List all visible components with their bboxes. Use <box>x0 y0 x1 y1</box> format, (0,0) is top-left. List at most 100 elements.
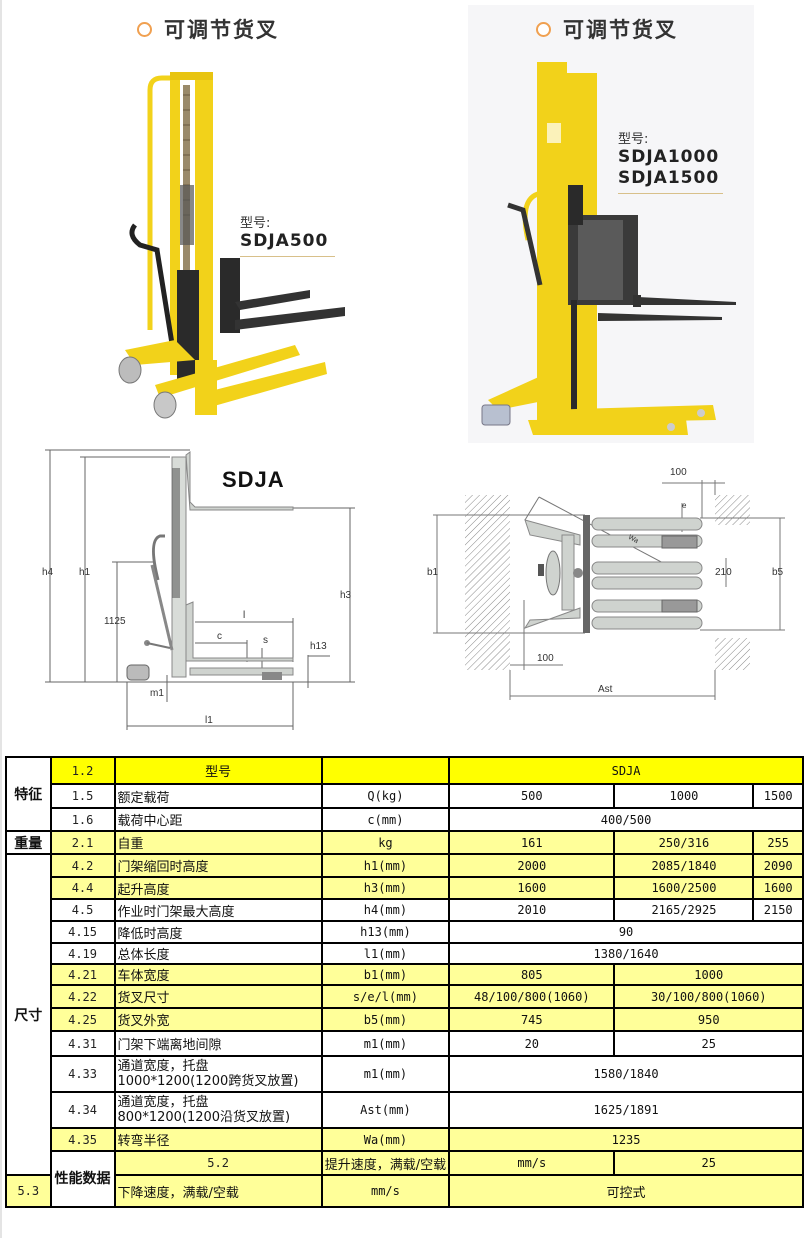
product-photo-sdja1000-1500: 可调节货叉 型号: SDJA1000 SDJA1500 <box>468 5 754 443</box>
table-row: 5.3 下降速度，满载/空载 mm/s 可控式 <box>5 1174 804 1208</box>
underline <box>618 193 723 194</box>
top-view-dimension-diagram: 100 e Wa b1 210 b5 100 Ast <box>400 440 804 740</box>
row-unit: Wa(mm) <box>320 1127 451 1152</box>
dim-label-l1: l1 <box>205 715 213 726</box>
table-row: 尺寸 4.2 门架缩回时高度 h1(mm) 2000 2085/1840 209… <box>5 853 804 1176</box>
value-sdja1000: 1600/2500 <box>613 876 755 900</box>
value-sdja1500: 255 <box>752 830 804 855</box>
header-unit <box>320 756 451 785</box>
value-sdja1000-1500: 25 <box>613 1030 804 1057</box>
table-row: 4.15 降低时高度 h13(mm) 90 <box>6 920 804 944</box>
group-label-performance-text: 性能数据 <box>54 1170 111 1187</box>
row-name-line1: 通道宽度，托盘 <box>117 1059 209 1074</box>
row-number: 4.35 <box>49 1127 116 1152</box>
row-name: 通道宽度，托盘 800*1200(1200沿货叉放置) <box>113 1091 323 1129</box>
table-row: 4.22 货叉尺寸 s/e/l(mm) 48/100/800(1060) 30/… <box>6 984 804 1009</box>
table-row: 4.4 起升高度 h3(mm) 1600 1600/2500 1600 <box>6 876 804 900</box>
row-unit: mm/s <box>320 1174 451 1208</box>
row-unit: b1(mm) <box>320 963 451 986</box>
dim-label-h1: h1 <box>79 567 91 578</box>
value-all: 1235 <box>448 1127 804 1152</box>
row-name: 自重 <box>113 830 323 855</box>
row-number: 4.25 <box>49 1007 116 1032</box>
table-row: 4.5 作业时门架最大高度 h4(mm) 2010 2165/2925 2150 <box>6 898 804 922</box>
value-sdja1000: 250/316 <box>613 830 755 855</box>
value-all: 1380/1640 <box>448 942 804 965</box>
value-sdja500: 2000 <box>448 853 616 878</box>
row-name: 下降速度，满载/空载 <box>113 1174 323 1208</box>
table-row: 性能数据 5.2 提升速度，满载/空载 mm/s 25 <box>6 1150 804 1208</box>
value-all: 可控式 <box>448 1174 804 1208</box>
specification-table: 特征 1.2 型号 SDJA 1.5 额定载荷 Q(kg) 500 1000 1… <box>5 756 804 1208</box>
value-sdja1500: 1600 <box>752 876 804 900</box>
row-name-line2: 800*1200(1200沿货叉放置) <box>117 1110 291 1125</box>
row-unit: h4(mm) <box>320 898 451 922</box>
row-number: 4.31 <box>49 1030 116 1057</box>
model-number: SDJA1000 <box>618 147 720 167</box>
value-sdja1500: 2090 <box>752 853 804 878</box>
row-number: 4.4 <box>49 876 116 900</box>
top-view-drawing <box>433 480 785 700</box>
group-label-weight: 重量 <box>5 830 52 855</box>
row-number: 4.21 <box>49 963 116 986</box>
row-name-line2: 1000*1200(1200跨货叉放置) <box>117 1074 299 1089</box>
diagram-title: SDJA <box>222 467 285 492</box>
row-name: 提升速度，满载/空载 <box>320 1150 451 1176</box>
caption-text: 可调节货叉 <box>164 18 279 42</box>
photo-caption: 可调节货叉 <box>137 14 279 44</box>
dim-label-e: e <box>682 501 687 510</box>
row-name: 载荷中心距 <box>113 807 323 832</box>
table-row: 4.25 货叉外宽 b5(mm) 745 950 <box>6 1007 804 1032</box>
header-model-value: SDJA <box>448 756 804 785</box>
bullet-circle-icon <box>137 21 152 37</box>
table-row: 4.35 转弯半径 Wa(mm) 1235 <box>6 1127 804 1152</box>
value-sdja1000: 2165/2925 <box>613 898 755 922</box>
row-number: 4.22 <box>49 984 116 1009</box>
side-view-dimension-diagram: SDJA h4 h1 1125 h3 l c s h13 m1 l1 <box>0 440 400 740</box>
bullet-circle-icon <box>536 21 551 37</box>
group-label-dimensions: 尺寸 <box>5 853 52 1176</box>
model-number: SDJA500 <box>240 231 329 251</box>
value-all: 1580/1840 <box>448 1055 804 1093</box>
value-sdja500: 161 <box>448 830 616 855</box>
row-number: 4.33 <box>49 1055 116 1093</box>
row-name: 额定载荷 <box>113 783 323 809</box>
value-sdja500: 2010 <box>448 898 616 922</box>
value-sdja1500: 2150 <box>752 898 804 922</box>
table-row: 4.33 通道宽度，托盘 1000*1200(1200跨货叉放置) m1(mm)… <box>6 1055 804 1093</box>
table-header-row: 特征 1.2 型号 SDJA <box>5 756 804 832</box>
row-number: 4.2 <box>49 853 116 878</box>
value-sdja1000: 2085/1840 <box>613 853 755 878</box>
row-number: 4.5 <box>49 898 116 922</box>
header-model-label: 型号 <box>113 756 323 785</box>
value-sdja1000-1500: 1000 <box>613 963 804 986</box>
row-number: 1.5 <box>49 783 116 809</box>
table-row: 1.5 额定载荷 Q(kg) 500 1000 1500 <box>6 783 804 809</box>
value-sdja500: 500 <box>448 783 616 809</box>
value-all: 90 <box>448 920 804 944</box>
row-unit: h1(mm) <box>320 853 451 878</box>
side-view-drawing <box>45 449 355 730</box>
stacker-forklift-image <box>118 72 345 419</box>
dim-label-fork-gap: 210 <box>715 567 732 578</box>
table-row: 4.31 门架下端离地间隙 m1(mm) 20 25 <box>6 1030 804 1057</box>
row-name: 门架下端离地间隙 <box>113 1030 323 1057</box>
model-label: 型号: <box>618 132 649 147</box>
row-unit: Q(kg) <box>320 783 451 809</box>
row-number: 4.34 <box>49 1091 116 1129</box>
dim-label-b5: b5 <box>772 567 784 578</box>
dim-label-top-gap: 100 <box>670 467 687 478</box>
dim-label-h4: h4 <box>42 567 54 578</box>
row-name: 门架缩回时高度 <box>113 853 323 878</box>
row-unit: h13(mm) <box>320 920 451 944</box>
value-sdja500: 745 <box>448 1007 616 1032</box>
table-row: 4.21 车体宽度 b1(mm) 805 1000 <box>6 963 804 986</box>
row-name: 车体宽度 <box>113 963 323 986</box>
product-photo-sdja500: 可调节货叉 型号: SDJA500 <box>95 0 400 440</box>
value-sdja1000-1500: 950 <box>613 1007 804 1032</box>
row-name: 货叉尺寸 <box>113 984 323 1009</box>
row-name: 起升高度 <box>113 876 323 900</box>
value-all: 1625/1891 <box>448 1091 804 1129</box>
table-row: 重量 2.1 自重 kg 161 250/316 255 <box>5 830 804 855</box>
value-sdja1000-1500: 30/100/800(1060) <box>613 984 804 1009</box>
